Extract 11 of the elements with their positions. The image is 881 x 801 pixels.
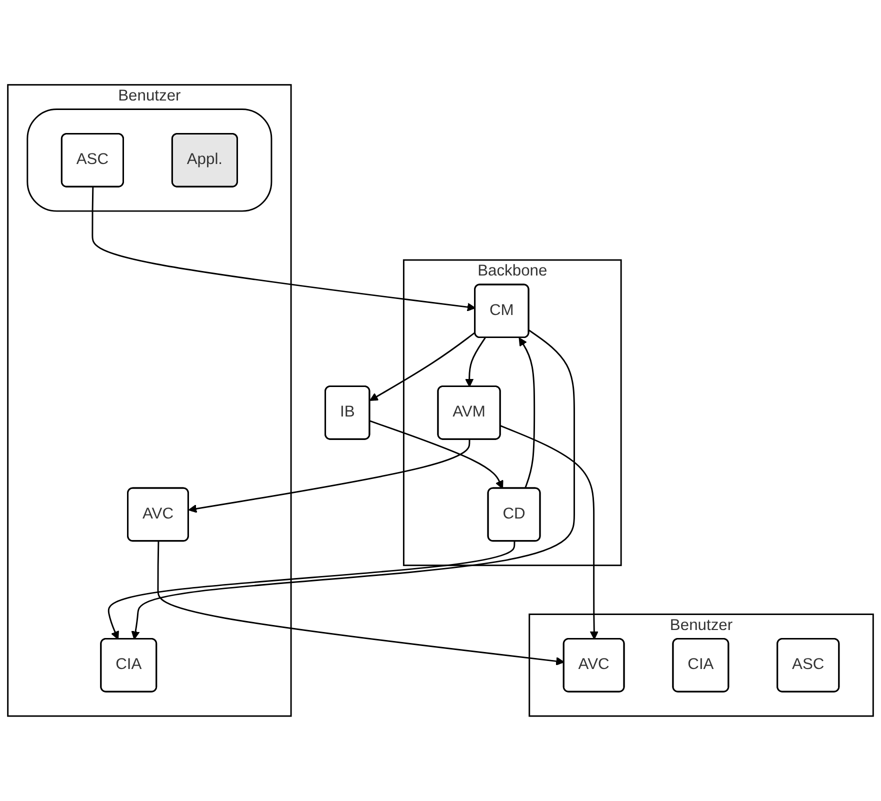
arrow — [465, 337, 486, 388]
arrow — [370, 332, 476, 401]
arrow — [131, 330, 575, 640]
arrow — [518, 337, 536, 489]
cluster — [26, 108, 272, 212]
arrow — [370, 420, 504, 489]
arrow — [157, 541, 564, 666]
arrow — [108, 541, 516, 640]
arrow — [92, 187, 476, 312]
arrow — [188, 440, 470, 514]
arrow — [500, 425, 598, 640]
